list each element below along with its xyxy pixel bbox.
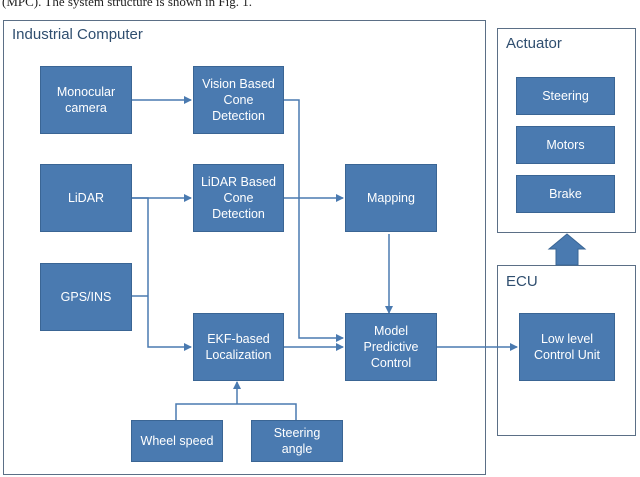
mapping-block: Mapping xyxy=(345,164,437,232)
lidar-cone-detection-block: LiDAR Based Cone Detection xyxy=(193,164,284,232)
brake-block: Brake xyxy=(516,175,615,213)
line-wheel-speed-up xyxy=(175,403,297,420)
mpc-block: Model Predictive Control xyxy=(345,313,437,381)
arrow-lidar-to-ekf xyxy=(132,197,192,351)
arrow-ecu-to-actuator xyxy=(547,233,587,266)
wheel-speed-block: Wheel speed xyxy=(131,420,223,462)
monocular-camera-block: Monocular camera xyxy=(40,66,132,134)
gps-ins-block: GPS/INS xyxy=(40,263,132,331)
actuator-title: Actuator xyxy=(506,35,562,52)
ecu-title: ECU xyxy=(506,273,538,290)
ekf-localization-block: EKF-based Localization xyxy=(193,313,284,381)
low-level-control-block: Low level Control Unit xyxy=(519,313,615,381)
motors-block: Motors xyxy=(516,126,615,164)
lidar-block: LiDAR xyxy=(40,164,132,232)
steering-angle-block: Steering angle xyxy=(251,420,343,462)
steering-block: Steering xyxy=(516,77,615,115)
line-vision-to-mapping xyxy=(284,99,300,198)
caption-text: (MPC). The system structure is shown in … xyxy=(2,0,253,9)
arrow-vision-to-mpc xyxy=(298,198,344,342)
vision-cone-detection-block: Vision Based Cone Detection xyxy=(193,66,284,134)
industrial-computer-title: Industrial Computer xyxy=(12,26,143,43)
